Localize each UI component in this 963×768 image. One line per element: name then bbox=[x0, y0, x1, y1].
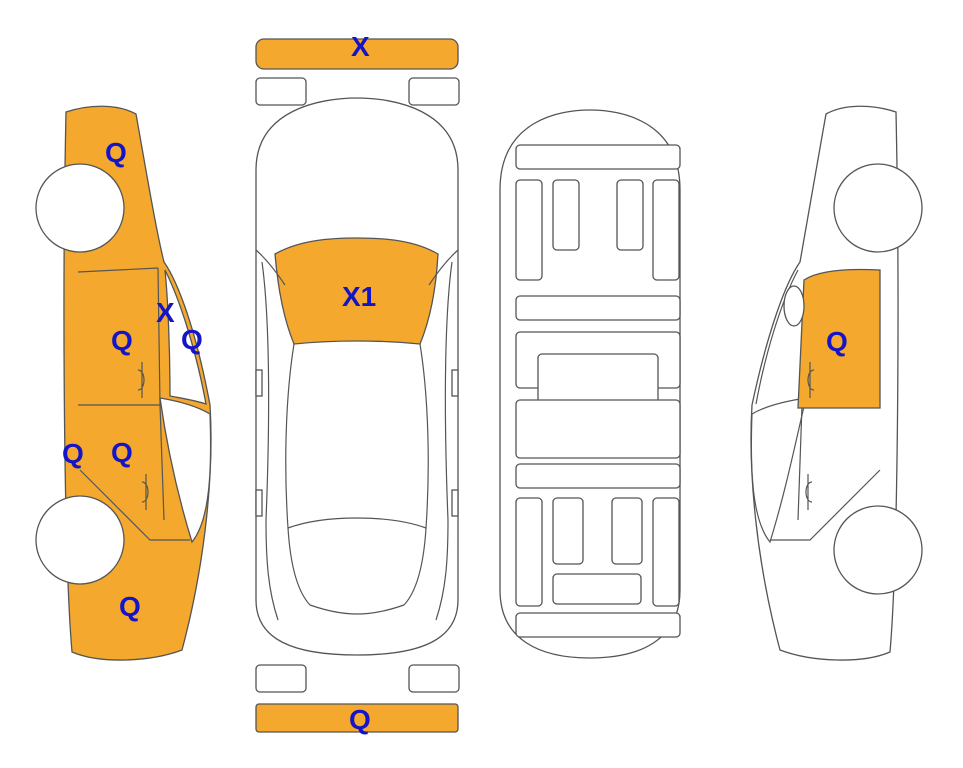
right-rear-door-handle bbox=[805, 474, 813, 510]
right-a-pillar-line bbox=[435, 261, 453, 621]
left-door-edge bbox=[157, 267, 165, 521]
left-rear-wheel bbox=[35, 495, 125, 585]
right-front-door-handle bbox=[807, 362, 815, 398]
right-door-edge bbox=[797, 404, 803, 521]
front-right-light bbox=[408, 77, 460, 106]
right-rear-wheel bbox=[833, 505, 923, 595]
label-windshield: X1 bbox=[342, 281, 376, 312]
label-right-door: Q bbox=[826, 326, 848, 357]
front-left-light bbox=[255, 77, 307, 106]
label-left-a-pillar-x: X bbox=[156, 297, 175, 328]
left-rear-door-handle bbox=[141, 474, 149, 510]
under-panel-5 bbox=[552, 573, 642, 605]
left-side-line-top bbox=[255, 249, 286, 286]
under-right-rail-front bbox=[652, 179, 680, 281]
right-rear-marker bbox=[451, 489, 459, 517]
left-side-view bbox=[35, 105, 212, 661]
damage-labels: X X1 Q Q Q X Q Q Q Q Q bbox=[62, 31, 848, 735]
right-quarter-line bbox=[755, 269, 799, 405]
right-side-view bbox=[750, 105, 923, 661]
under-panel-2 bbox=[616, 179, 644, 251]
left-door-seam-front bbox=[77, 267, 159, 273]
under-floor-rear bbox=[515, 399, 681, 459]
roof-outline bbox=[285, 343, 429, 529]
top-view bbox=[255, 38, 460, 733]
right-mirror bbox=[783, 285, 805, 327]
left-front-wheel bbox=[35, 163, 125, 253]
left-rear-marker bbox=[255, 489, 263, 517]
label-left-front-door: Q bbox=[111, 325, 133, 356]
under-right-rail-rear bbox=[652, 497, 680, 607]
under-rear-crossmember bbox=[515, 612, 681, 638]
left-side-window bbox=[159, 397, 212, 544]
left-door-seam-rear bbox=[79, 469, 190, 541]
under-panel-3 bbox=[552, 497, 584, 565]
left-front-door-handle bbox=[137, 362, 145, 398]
right-mirror bbox=[451, 369, 459, 397]
right-side-window bbox=[750, 397, 807, 544]
label-left-front-fender: Q bbox=[105, 137, 127, 168]
rear-bumper-panel[interactable] bbox=[255, 703, 459, 733]
top-body-outline bbox=[255, 97, 459, 656]
rear-right-light bbox=[408, 664, 460, 693]
label-front-bumper: X bbox=[351, 31, 370, 62]
label-left-rear-quarter: Q bbox=[119, 591, 141, 622]
rear-left-light bbox=[255, 664, 307, 693]
label-left-a-pillar-q: Q bbox=[181, 324, 203, 355]
left-a-pillar-line bbox=[261, 261, 279, 621]
label-left-rear-door: Q bbox=[111, 437, 133, 468]
under-left-rail-front bbox=[515, 179, 543, 281]
under-panel-4 bbox=[611, 497, 643, 565]
rear-window bbox=[287, 527, 427, 615]
under-crossmember-2 bbox=[515, 295, 681, 321]
right-door-seam-rear bbox=[770, 469, 881, 541]
under-panel-1 bbox=[552, 179, 580, 251]
label-left-rocker: Q bbox=[62, 438, 84, 469]
under-crossmember-3 bbox=[515, 463, 681, 489]
left-mirror bbox=[255, 369, 263, 397]
under-left-rail-rear bbox=[515, 497, 543, 607]
under-front-crossmember bbox=[515, 144, 681, 170]
label-rear-bumper: Q bbox=[349, 704, 371, 735]
windshield-panel[interactable] bbox=[274, 237, 439, 345]
right-front-wheel bbox=[833, 163, 923, 253]
right-side-line-top bbox=[428, 249, 459, 286]
left-quarter-glass bbox=[164, 269, 207, 405]
front-bumper-panel[interactable] bbox=[255, 38, 459, 70]
underbody-view bbox=[499, 109, 681, 659]
